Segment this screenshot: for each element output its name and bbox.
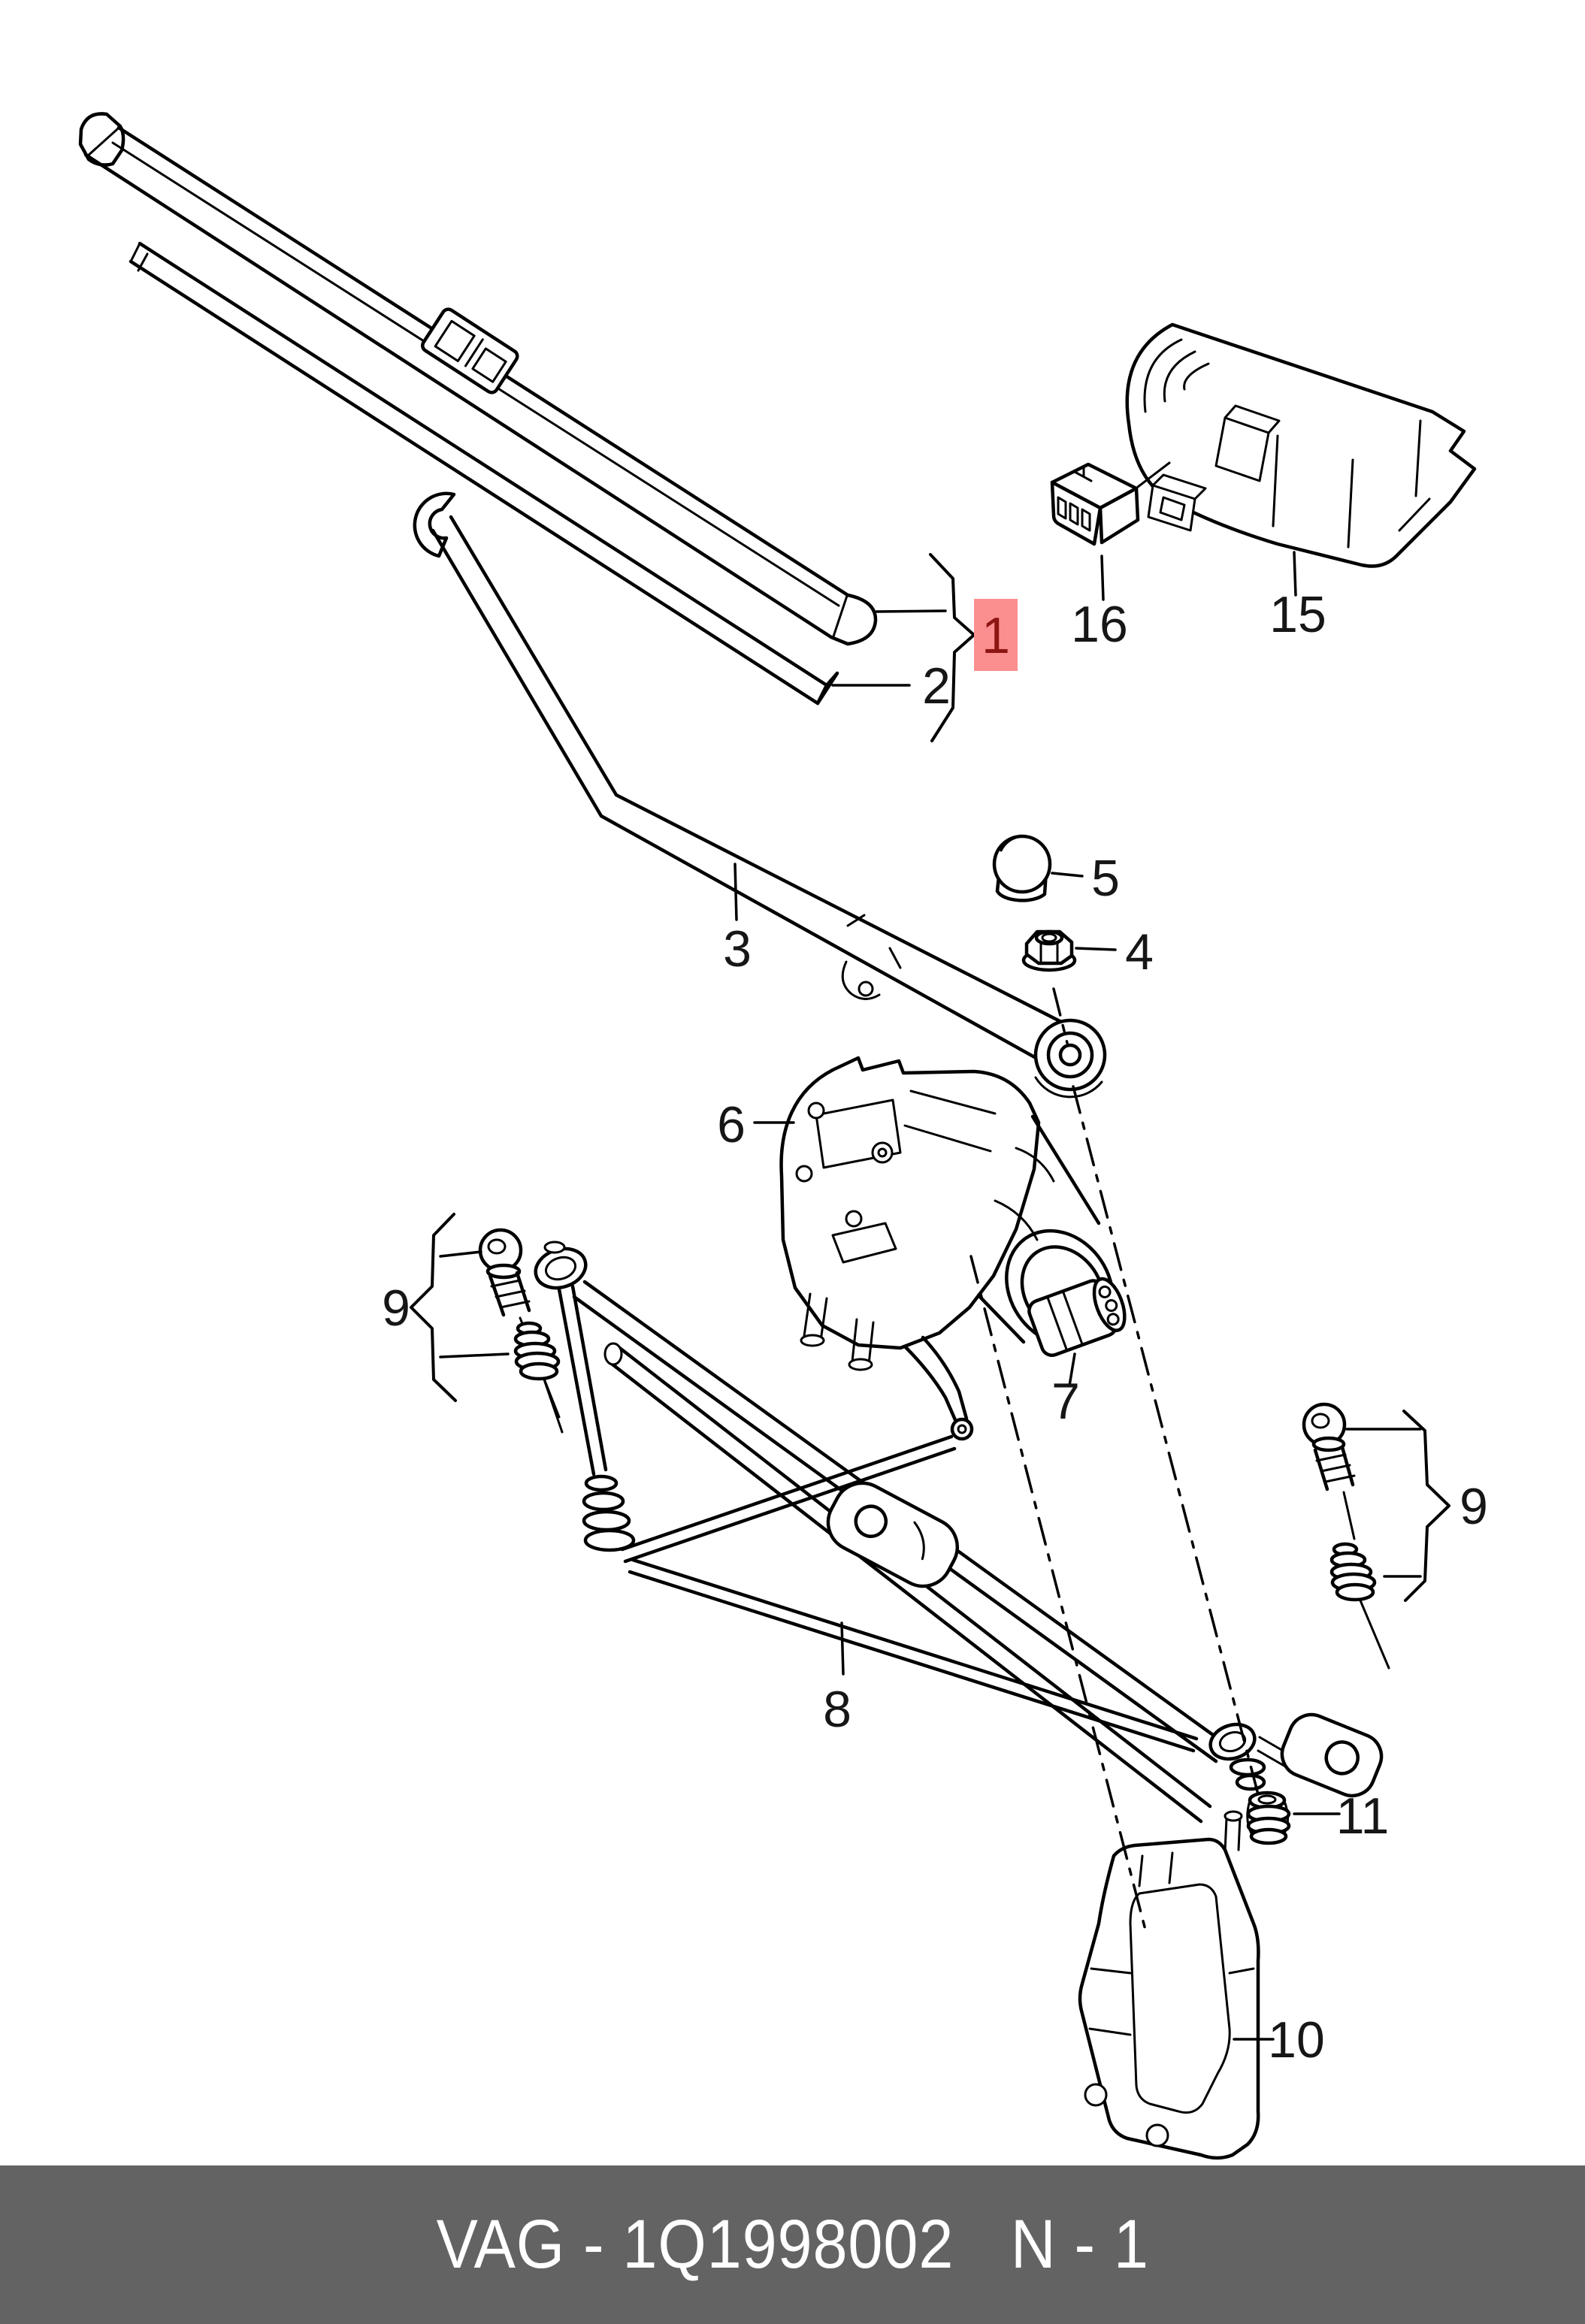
callout-16[interactable]: 16 bbox=[1071, 596, 1128, 653]
spindle-nut-drawing bbox=[1021, 929, 1077, 972]
wiper-motor-drawing bbox=[779, 1056, 1115, 1441]
spindle-cap-drawing bbox=[992, 834, 1052, 902]
axis-centerlines bbox=[969, 987, 1260, 1937]
callout-9-left[interactable]: 9 bbox=[382, 1280, 410, 1337]
callout-15[interactable]: 15 bbox=[1269, 586, 1326, 643]
grommet-drawing bbox=[1246, 1791, 1291, 1845]
highlight-box bbox=[974, 599, 1018, 671]
control-unit-drawing bbox=[1125, 322, 1477, 568]
screw-set-right-drawing bbox=[1302, 1402, 1390, 1670]
brace-part-9-left bbox=[410, 1213, 457, 1402]
callout-4[interactable]: 4 bbox=[1125, 923, 1154, 981]
wiper-arm-drawing bbox=[413, 491, 1107, 1099]
wiper-refill-drawing bbox=[129, 241, 839, 706]
connector-drawing bbox=[1050, 461, 1171, 546]
footer-part-number: VAG - 1Q1998002 bbox=[436, 2206, 954, 2283]
callout-9-right[interactable]: 9 bbox=[1459, 1478, 1488, 1535]
callout-1-selected[interactable]: 1 bbox=[974, 599, 1018, 671]
callout-1-label: 1 bbox=[982, 607, 1010, 664]
callout-5[interactable]: 5 bbox=[1091, 850, 1120, 907]
callout-3[interactable]: 3 bbox=[723, 920, 752, 978]
screw-set-left-drawing bbox=[478, 1228, 564, 1434]
callout-8[interactable]: 8 bbox=[823, 1681, 851, 1738]
callout-6[interactable]: 6 bbox=[717, 1096, 746, 1153]
callout-2[interactable]: 2 bbox=[922, 657, 951, 715]
motor-mount-drawing bbox=[1027, 1277, 1127, 1357]
wiper-blade-drawing bbox=[78, 112, 878, 646]
callout-7[interactable]: 7 bbox=[1051, 1373, 1080, 1430]
footer-text: VAG - 1Q1998002 N - 1 bbox=[436, 2205, 1148, 2284]
callout-11[interactable]: 11 bbox=[1336, 1788, 1390, 1845]
footer-page-ref: N - 1 bbox=[1010, 2206, 1149, 2283]
linkage-frame-drawing bbox=[534, 1241, 1384, 1824]
mounting-bracket-drawing bbox=[1078, 1810, 1260, 2160]
footer-bar: VAG - 1Q1998002 N - 1 bbox=[0, 2165, 1585, 2324]
brace-part-9-right bbox=[1402, 1410, 1450, 1602]
callout-10[interactable]: 10 bbox=[1268, 2011, 1325, 2069]
callouts: 1 2 3 4 5 6 7 8 9 9 10 11 15 16 bbox=[382, 586, 1488, 2069]
